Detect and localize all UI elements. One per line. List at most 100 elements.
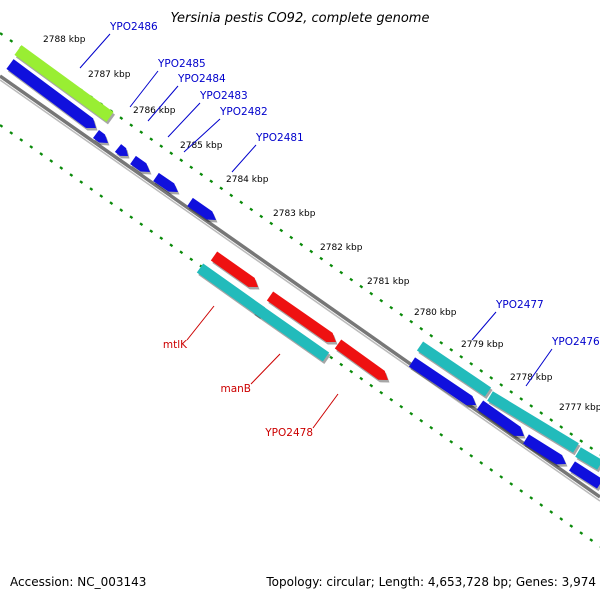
scale-tick [369,291,374,296]
gene-leader-line [79,33,111,69]
gene-features [6,45,600,492]
scale-tick [339,362,344,367]
scale-tick [0,32,4,36]
scale-tick [569,432,574,436]
scale-tick [129,215,134,219]
gene-label: YPO2485 [157,58,206,70]
scale-tick [379,298,384,303]
scale-tick [459,446,464,451]
scale-tick [489,468,494,472]
scale-tick [169,243,174,248]
scale-tick [429,333,434,338]
scale-tick [389,397,394,402]
scale-tick [39,152,44,156]
gene-leader-line [183,118,221,153]
scale-tick [429,425,434,430]
scale-label: 2787 kbp [88,70,131,80]
scale-label: 2782 kbp [320,243,363,253]
scale-tick [259,214,264,219]
gene-leader-line [312,393,339,429]
scale-tick [179,250,184,255]
scale-tick [79,180,84,184]
scale-tick [419,326,424,331]
scale-tick [499,475,504,479]
gene-block-edge [575,447,600,473]
gene-block-manb [252,303,331,365]
scale-tick [329,263,334,268]
gene-label: YPO2486 [109,21,158,33]
scale-tick [409,411,414,416]
scale-tick [549,510,554,514]
scale-label: 2784 kbp [226,175,269,185]
accession-label: Accession: NC_003143 [10,575,146,589]
scale-label: 2788 kbp [43,35,86,45]
scale-tick [159,236,164,241]
gene-block-ypo2482 [130,155,152,175]
scale-tick [479,461,484,465]
scale-tick [549,418,554,422]
scale-tick [459,354,464,359]
scale-tick [99,194,104,198]
scale-tick [509,482,514,486]
scale-tick [409,319,414,324]
scale-tick [499,383,504,387]
scale-tick [279,228,284,233]
scale-tick [59,166,64,170]
scale-tick [489,376,494,380]
scale-tick [349,369,354,374]
scale-tick [519,489,524,493]
scale-tick [469,454,474,458]
scale-tick [329,355,334,360]
gene-label: YPO2483 [199,90,248,102]
scale-tick [9,131,14,135]
scale-label: 2777 kbp [559,403,600,413]
scale-tick [0,124,4,128]
scale-tick [219,186,224,191]
scale-tick [539,503,544,507]
scale-tick [139,222,144,227]
scale-tick [529,404,534,408]
scale-tick [139,130,144,135]
gene-label: YPO2481 [255,132,304,144]
scale-tick [149,137,154,142]
scale-tick [449,439,454,444]
scale-label: 2780 kbp [414,308,457,318]
scale-tick [179,158,184,163]
gene-label: manB [220,383,251,395]
scale-label: 2779 kbp [461,340,504,350]
scale-tick [359,284,364,289]
scale-tick [319,256,324,261]
gene-block-ypo2476 [487,391,581,456]
scale-tick [509,390,514,394]
scale-label: 2785 kbp [180,141,223,151]
scale-tick [109,201,114,205]
genome-backbone-shade [0,79,600,502]
scale-tick [399,404,404,409]
gene-label: mtlK [163,339,188,351]
gene-block-red-1 [210,251,260,290]
scale-tick [359,376,364,381]
scale-tick [129,123,134,127]
gene-block-blue-2 [476,400,526,439]
scale-tick [589,446,594,450]
scale-tick [199,172,204,177]
scale-tick [289,235,294,240]
scale-tick [439,432,444,437]
gene-leader-line [167,102,201,138]
scale-tick [419,418,424,423]
scale-tick [239,200,244,205]
scale-tick [189,257,194,262]
gene-block-ypo2477 [416,341,493,400]
scale-tick [539,411,544,415]
gene-leader-line [147,85,179,122]
scale-tick [159,144,164,149]
scale-tick [469,362,474,366]
scale-tick [249,207,254,212]
scale-tick [89,187,94,191]
scale-tick [49,159,54,163]
gene-label: YPO2482 [219,106,268,118]
scale-label: 2786 kbp [133,106,176,116]
gene-leader-line [471,311,497,341]
scale-tick [269,221,274,226]
